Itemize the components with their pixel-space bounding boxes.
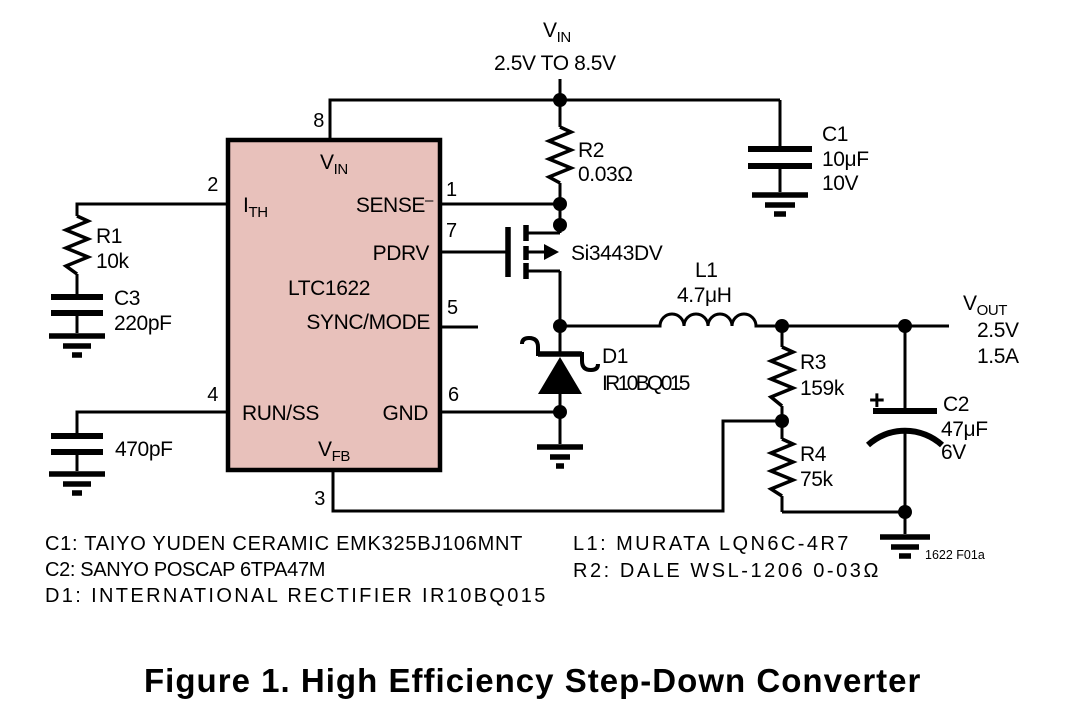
pin2-ith-wire [75,202,228,216]
ic-label-gnd: GND [383,402,429,425]
ic-label-vin: VIN [320,151,348,178]
schottky-hook-left [520,335,540,356]
resistor-r3 [766,345,798,408]
junction-dot [553,405,567,419]
resistor-r1 [61,214,93,276]
q1-part-label: Si3443DV [571,242,663,265]
d1-ref-label: D1 [602,345,628,368]
note-c2: C2: SANYO POSCAP 6TPA47M [45,559,325,581]
junction-dots [553,93,912,519]
ic-label-sync-mode: SYNC/MODE [306,311,430,334]
r2-value-label: 0.03Ω [578,163,633,186]
junction-dot [898,505,912,519]
figure-code-label: 1622 F01a [925,548,985,562]
l1-ref-label: L1 [695,259,718,282]
c1-value-label: 10μF [822,148,869,171]
mosfet-arrow [544,244,559,260]
capacitor-c2-polarized [865,408,945,448]
pin4-runss-wire [75,410,228,433]
pin-number-7: 7 [446,220,457,242]
switch-node-and-inductor-wire [560,312,949,328]
figure-caption: Figure 1. High Efficiency Step-Down Conv… [144,662,921,699]
ground-icon-css [49,471,105,496]
vout-current-label: 1.5A [977,345,1019,368]
c3-ref-label: C3 [114,287,140,310]
ic-label-vfb: VFB [318,438,350,465]
junction-dot [553,218,567,232]
ic-body-ltc1622 [225,137,443,473]
vin-rail-wire [328,98,780,140]
ic-label-run-ss: RUN/SS [242,402,319,425]
css-value-label: 470pF [115,438,173,461]
ground-icon-c2 [880,534,930,559]
c1-ref-label: C1 [822,123,848,146]
c2-polarity-plus: + [869,385,884,415]
junction-dot [553,319,567,333]
pin-number-6: 6 [448,384,459,406]
pin-number-4: 4 [207,384,218,406]
pin-number-2: 2 [207,174,218,196]
note-c1: C1: TAIYO YUDEN CERAMIC EMK325BJ106MNT [45,533,522,555]
junction-dot [775,414,789,428]
r1-ref-label: R1 [96,225,122,248]
vin-range-label: 2.5V TO 8.5V [494,52,616,75]
d1-part-label: IR10BQ015 [602,372,690,395]
pin-number-5: 5 [447,297,458,319]
c1-rating-label: 10V [822,172,859,195]
ground-icon-d1 [537,444,583,469]
r2-ref-label: R2 [578,139,604,162]
schottky-hook-right [580,352,600,373]
vin-supply-label: VIN [543,19,571,46]
pin-number-8: 8 [313,110,324,132]
r4-value-label: 75k [800,468,834,491]
ic-label-ith: ITH [243,194,268,221]
r1-value-label: 10k [96,250,130,273]
capacitor-c1 [748,146,812,169]
vout-voltage-label: 2.5V [977,319,1019,342]
r3-ref-label: R3 [800,351,826,374]
capacitor-c3 [51,294,103,316]
c3-value-label: 220pF [114,312,172,335]
c2-ref-label: C2 [943,393,969,416]
ic-label-pdrv: PDRV [373,242,430,265]
resistor-r4 [766,437,798,498]
junction-dot [898,319,912,333]
schottky-diode-d1-symbol [520,335,600,394]
note-d1: D1: INTERNATIONAL RECTIFIER IR10BQ015 [45,585,545,607]
vout-label: VOUT [963,292,1007,319]
junction-dot [775,319,789,333]
ground-icon-c3 [49,333,105,358]
junction-dot [553,197,567,211]
c2-rating-label: 6V [941,441,966,464]
pin-number-1: 1 [446,179,457,201]
r4-ref-label: R4 [800,443,827,466]
ground-icon-c1 [752,192,808,217]
feedback-wire-vfb [331,419,782,513]
net-wires [75,79,949,534]
l1-value-label: 4.7μH [677,284,731,307]
ic-part-number: LTC1622 [288,277,370,300]
mosfet-q1-symbol [505,225,560,279]
ic-label-sense: SENSE– [356,192,434,217]
c2-value-label: 47μF [941,418,988,441]
r3-value-label: 159k [800,377,845,400]
pin-number-3: 3 [314,488,325,510]
junction-dot [553,93,567,107]
diode-triangle [538,357,582,394]
resistor-r2 [544,125,576,185]
capacitor-css-470pf [51,433,103,455]
